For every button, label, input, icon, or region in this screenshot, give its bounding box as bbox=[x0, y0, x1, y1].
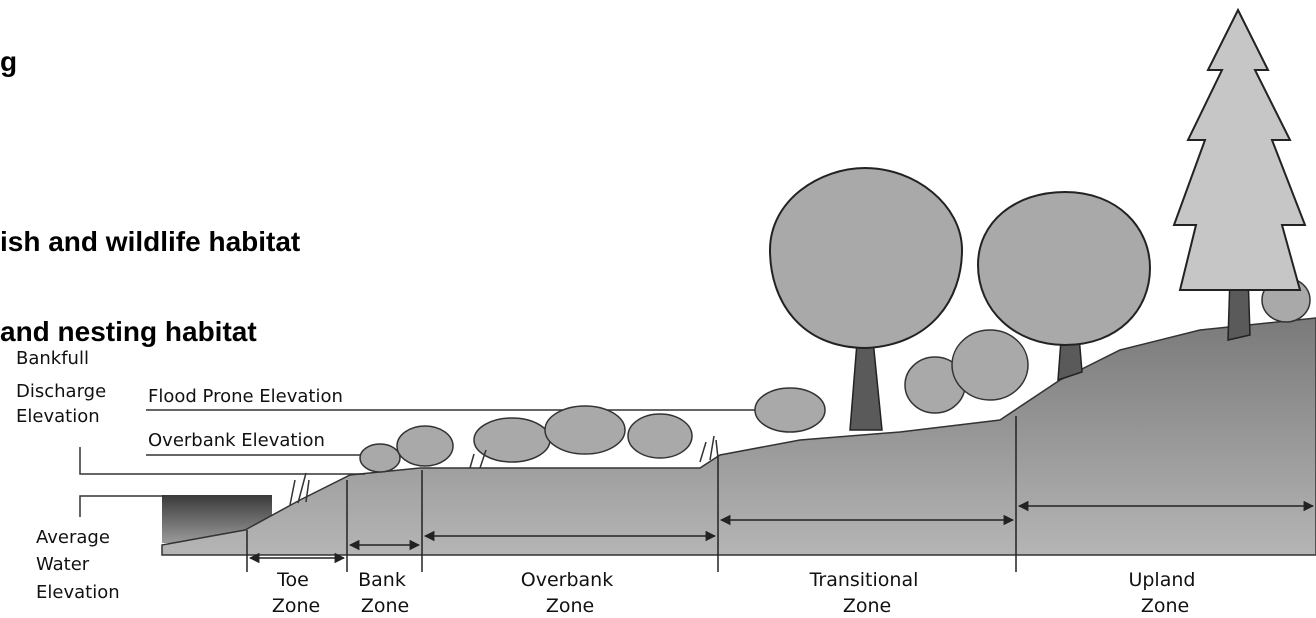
zone-arrows bbox=[248, 500, 1315, 564]
average-water-bracket bbox=[79, 495, 165, 517]
elevation-lines bbox=[79, 409, 760, 517]
grass-tufts bbox=[289, 435, 719, 506]
bankfull-label: Bankfull Discharge Elevation bbox=[16, 348, 112, 427]
average-water-label-line: Elevation bbox=[36, 582, 120, 603]
deciduous-tree-large bbox=[768, 166, 964, 431]
zone-label-toe: Toe Zone bbox=[272, 569, 320, 617]
average-water-label-line: Average bbox=[36, 527, 110, 548]
bankfull-bracket bbox=[79, 447, 365, 475]
tree-canopy bbox=[1172, 7, 1307, 291]
zone-label-upland: Upland Zone bbox=[1128, 569, 1201, 617]
ground-profile bbox=[161, 317, 1316, 556]
shrub bbox=[359, 443, 401, 473]
shrub bbox=[754, 387, 826, 433]
zone-label-line: Zone bbox=[361, 595, 409, 617]
shrub bbox=[627, 413, 693, 459]
bankfull-label-line: Discharge bbox=[16, 381, 106, 402]
zone-label-transitional: Transitional Zone bbox=[809, 569, 925, 617]
zone-label-line: Zone bbox=[272, 595, 320, 617]
shrub bbox=[396, 425, 454, 467]
bankfull-label-line: Bankfull bbox=[16, 348, 89, 369]
deciduous-tree-medium bbox=[976, 190, 1152, 382]
zone-label-line: Toe bbox=[276, 569, 309, 591]
average-water-label-line: Water bbox=[36, 554, 90, 575]
conifer-tree bbox=[1172, 7, 1307, 341]
slide-text-line-3: and nesting habitat bbox=[0, 316, 257, 347]
overbank-elevation-label: Overbank Elevation bbox=[148, 430, 325, 451]
grass-tuft bbox=[469, 449, 487, 469]
shrub bbox=[473, 417, 551, 463]
zone-label-bank: Bank Zone bbox=[358, 569, 412, 617]
slide-text-line-2: ish and wildlife habitat bbox=[0, 226, 301, 257]
zone-label-line: Zone bbox=[546, 595, 594, 617]
tree-canopy bbox=[768, 166, 964, 350]
zone-dividers bbox=[246, 416, 1017, 572]
zone-label-line: Zone bbox=[843, 595, 891, 617]
bankfull-label-line: Elevation bbox=[16, 406, 100, 427]
zone-label-line: Bank bbox=[358, 569, 406, 591]
shrub bbox=[951, 329, 1029, 401]
slide-text-line-1: g bbox=[0, 46, 18, 77]
tree-canopy bbox=[976, 190, 1152, 347]
zone-label-line: Upland bbox=[1128, 569, 1195, 591]
flood-prone-label: Flood Prone Elevation bbox=[148, 386, 343, 407]
zone-label-overbank: Overbank Zone bbox=[521, 569, 620, 617]
zone-label-line: Transitional bbox=[809, 569, 919, 591]
average-water-label: Average Water Elevation bbox=[36, 527, 120, 603]
shrub bbox=[544, 405, 626, 455]
zone-label-line: Zone bbox=[1141, 595, 1189, 617]
zone-label-line: Overbank bbox=[521, 569, 613, 591]
grass-tuft bbox=[699, 435, 719, 463]
grass-tuft bbox=[289, 472, 310, 506]
